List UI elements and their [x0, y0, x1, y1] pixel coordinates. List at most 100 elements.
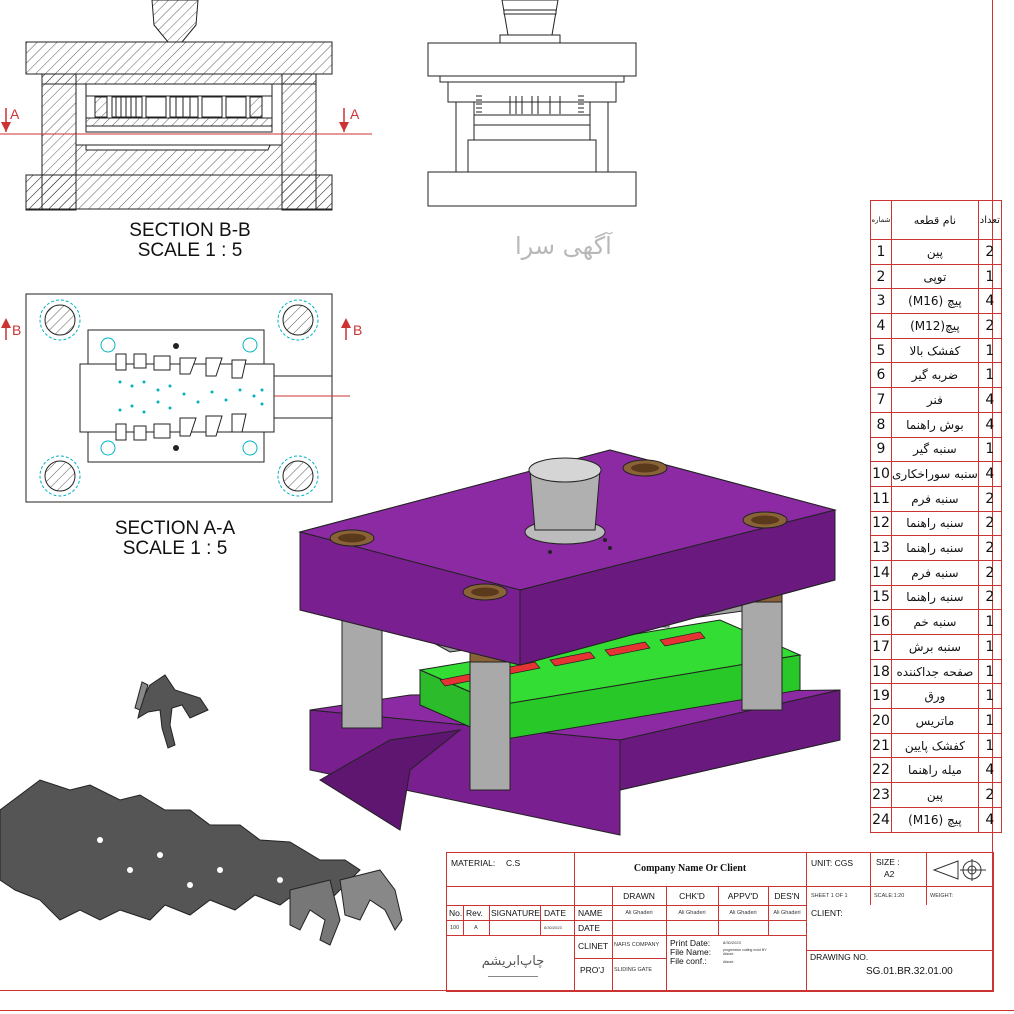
sheet-bottom-line: [0, 1010, 1014, 1011]
cut-label-b-left: B: [12, 322, 22, 338]
row-date-label: DATE: [578, 923, 601, 933]
bom-row-name: سنبه راهنما: [891, 510, 979, 537]
file-conf-value: Afarad: [723, 960, 734, 964]
rev-letter: A: [474, 925, 478, 931]
watermark: آگهی سرا: [515, 232, 612, 260]
sheet-strip: [0, 779, 403, 946]
bom-row-name: پیچ (M16): [891, 806, 979, 833]
bom-row-name: سنبه برش: [891, 634, 979, 660]
proj-value: SLIDING GATE: [614, 967, 653, 973]
file-name-value: progressive cutting mold BY Afarad: [723, 948, 767, 956]
print-date-value: 8/30/2023: [723, 940, 741, 945]
bom-header-name: نام قطعه: [891, 200, 979, 240]
bom-row-name: سنبه گیر: [891, 436, 979, 463]
scale-info: SCALE:1:20: [874, 893, 905, 899]
bom-row-qty: 1: [977, 658, 1002, 685]
rev-date: 8/30/2023: [544, 925, 562, 930]
rev-header-no: No.: [449, 908, 463, 918]
bom-row-qty: 1: [977, 732, 1002, 759]
bom-row-number: 19: [870, 683, 892, 710]
section-bb-view: [0, 0, 372, 211]
bom-row-qty: 1: [977, 683, 1002, 710]
bom-row-qty: 1: [977, 436, 1002, 463]
rev-no: 100: [450, 925, 460, 931]
cut-label-b-right: B: [353, 322, 363, 338]
bom-row-qty: 1: [977, 609, 1002, 635]
bom-row-name: پین: [891, 782, 979, 808]
bom-row-qty: 2: [977, 485, 1002, 512]
desn-name: Ali Ghaderi: [773, 910, 801, 916]
bom-row-qty: 4: [977, 461, 1002, 487]
bom-row-name: صفحه جداکننده: [891, 658, 979, 685]
logo-text: چاپ‌ابریشم: [481, 954, 545, 969]
clinet-label: CLINET: [578, 941, 609, 951]
bom-row-number: 21: [870, 732, 892, 759]
bom-row-name: سنبه خم: [891, 609, 979, 635]
unit-label: UNIT: CGS: [811, 858, 854, 868]
bom-row-qty: 4: [977, 757, 1002, 784]
section-aa-view: [1, 293, 351, 503]
bom-row-name: سنبه فرم: [891, 485, 979, 512]
rev-header-date: DATE: [544, 908, 567, 918]
appvd-name: Ali Ghaderi: [729, 910, 757, 916]
drawing-no-value: SG.01.BR.32.01.00: [866, 966, 953, 977]
bom-row-number: 8: [870, 411, 892, 438]
section-bb-scale: SCALE 1 : 5: [137, 240, 243, 261]
bom-row-number: 20: [870, 708, 892, 734]
company-name: Company Name Or Client: [633, 863, 747, 874]
bom-row-name: توپی: [891, 263, 979, 290]
bom-row-name: بوش راهنما: [891, 411, 979, 438]
bom-row-qty: 1: [977, 337, 1002, 364]
bom-row-qty: 4: [977, 806, 1002, 833]
bom-row-number: 6: [870, 362, 892, 389]
bom-row-name: کفشک بالا: [891, 337, 979, 364]
bom-row-qty: 1: [977, 362, 1002, 389]
rev-header-signature: SIGNATURE: [491, 908, 540, 918]
formed-part: [134, 674, 209, 749]
bom-row-name: سنبه فرم: [891, 559, 979, 586]
bom-row-name: میله راهنما: [891, 757, 979, 784]
bom-row-number: 24: [870, 806, 892, 833]
bom-row-name: ماتریس: [891, 708, 979, 734]
front-view: [427, 0, 637, 207]
client-label: CLIENT:: [811, 908, 843, 918]
clinet-value: NAFIS COMPANY: [614, 942, 660, 948]
proj-label: PRO'J: [580, 965, 605, 975]
bom-row-name: سنبه سوراخکاری: [891, 461, 979, 487]
bom-row-qty: 2: [977, 535, 1002, 561]
bom-row-number: 23: [870, 782, 892, 808]
bom-row-number: 22: [870, 757, 892, 784]
drawn-name: Ali Ghaderi: [625, 910, 653, 916]
bom-row-qty: 2: [977, 510, 1002, 537]
bom-row-number: 2: [870, 263, 892, 290]
section-aa-scale: SCALE 1 : 5: [122, 538, 228, 559]
bom-row-number: 18: [870, 658, 892, 685]
file-conf-label: File conf.:: [670, 956, 707, 966]
section-aa-title: SECTION A-A: [114, 518, 236, 539]
bom-row-number: 4: [870, 313, 892, 339]
section-bb-title: SECTION B-B: [129, 220, 251, 241]
bom-row-name: ضربه گیر: [891, 362, 979, 389]
bom-row-name: سنبه راهنما: [891, 535, 979, 561]
row-name-label: NAME: [578, 908, 603, 918]
drawing-no-label: DRAWING NO.: [810, 952, 869, 962]
chkd-name: Ali Ghaderi: [678, 910, 706, 916]
file-name-label: File Name:: [670, 947, 712, 957]
projection-symbol-icon: [932, 859, 986, 881]
bom-header-number: شماره: [870, 200, 892, 240]
material-label: MATERIAL:: [451, 858, 496, 868]
col-desn: DES'N: [774, 891, 800, 901]
col-appvd: APPV'D: [727, 891, 759, 901]
